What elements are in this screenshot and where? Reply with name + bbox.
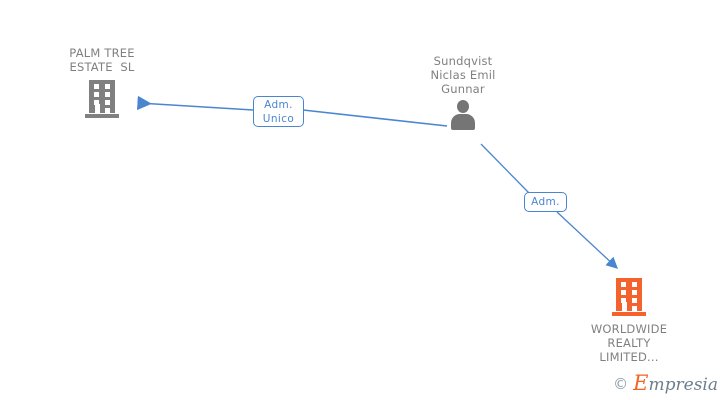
edge-adm-upper-segment [480,143,530,194]
edge-adm-lower-segment [556,211,618,269]
brand-logo-text: Empresia [633,371,719,395]
node-label-palm-tree-estate: PALM TREE ESTATE SL [69,46,135,74]
person-icon [446,100,480,130]
brand-initial: E [633,371,649,395]
edge-label-adm-unico[interactable]: Adm. Unico [253,96,304,127]
copyright-icon: © [613,374,629,393]
node-company-palm-tree-estate[interactable]: PALM TREE ESTATE SL [47,46,157,118]
watermark-empresia: © Empresia [613,371,719,395]
node-label-sundqvist-niclas-emil-gunnar: Sundqvist Niclas Emil Gunnar [430,54,496,96]
building-icon [612,278,646,316]
node-company-worldwide-realty-limited[interactable]: WORLDWIDE REALTY LIMITED... [574,278,684,364]
node-label-worldwide-realty-limited: WORLDWIDE REALTY LIMITED... [590,322,668,364]
node-person-sundqvist-niclas-emil-gunnar[interactable]: Sundqvist Niclas Emil Gunnar [408,54,518,130]
brand-rest: mpresia [648,375,719,395]
building-icon [85,80,119,118]
edge-label-adm[interactable]: Adm. [524,192,567,212]
